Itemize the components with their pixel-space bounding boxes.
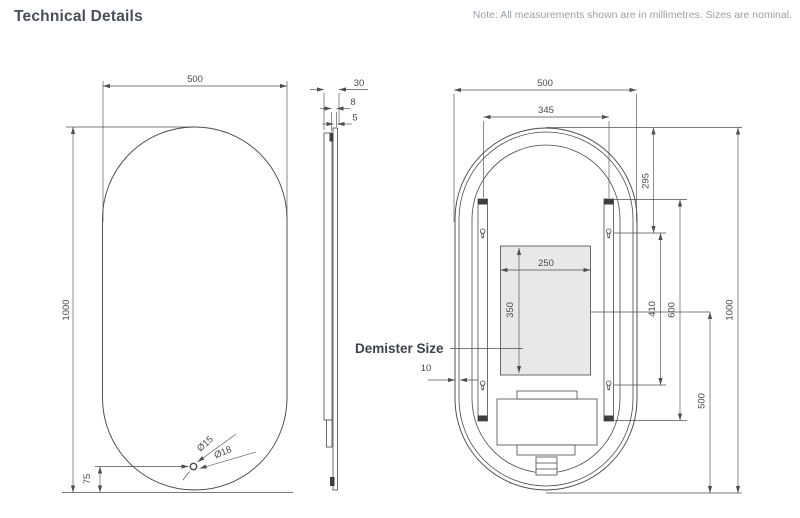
bottom-to-center-label: 500 bbox=[697, 393, 708, 409]
measurement-note: Note: All measurements shown are in mill… bbox=[472, 9, 792, 21]
back-width-label: 500 bbox=[537, 78, 553, 89]
page-title: Technical Details bbox=[14, 8, 143, 25]
bottom-to-center-dimension: 500 bbox=[697, 312, 713, 493]
hole-spacing-dimension: 410 bbox=[647, 233, 663, 385]
hanging-rail-right bbox=[603, 198, 614, 422]
top-to-hole-label: 295 bbox=[641, 173, 652, 189]
side-depth-label: 30 bbox=[354, 78, 365, 89]
hole-diameter-outer-label: Ø18 bbox=[213, 444, 234, 461]
demister-size-caption: Demister Size bbox=[355, 341, 444, 356]
front-height-dimension: 1000 bbox=[61, 126, 293, 493]
side-view: 30 8 5 bbox=[310, 78, 368, 491]
demister-height-label: 350 bbox=[505, 302, 516, 318]
rail-length-label: 600 bbox=[667, 302, 678, 318]
back-height-dimension: 1000 bbox=[725, 127, 741, 493]
front-view: 500 1000 75 Ø15 Ø18 bbox=[61, 74, 293, 493]
edge-gap-label: 10 bbox=[421, 363, 432, 374]
top-to-hole-dimension: 295 bbox=[641, 127, 656, 233]
side-foot bbox=[330, 477, 335, 486]
front-hole-offset-label: 75 bbox=[82, 474, 93, 485]
hanger-width-label: 345 bbox=[538, 105, 554, 116]
back-view: 250 350 Demister Size 10 500 bbox=[355, 78, 742, 494]
front-hole-offset-dimension: 75 bbox=[82, 464, 189, 493]
back-width-dimension: 500 bbox=[453, 78, 637, 222]
front-width-label: 500 bbox=[187, 74, 203, 85]
hole-spacing-label: 410 bbox=[647, 301, 658, 317]
side-glass-label: 5 bbox=[352, 113, 357, 124]
side-frame-label: 8 bbox=[350, 97, 355, 108]
side-glass-dimension: 5 bbox=[322, 113, 358, 127]
side-depth-dimension: 30 bbox=[310, 78, 368, 130]
demister-width-label: 250 bbox=[538, 258, 554, 269]
back-height-label: 1000 bbox=[725, 299, 736, 320]
demister-pad: 250 350 bbox=[500, 245, 591, 376]
hanger-width-dimension: 345 bbox=[483, 105, 610, 198]
hanging-rail-left bbox=[477, 198, 488, 422]
rail-length-dimension: 600 bbox=[667, 199, 683, 421]
front-cable-hole: Ø15 Ø18 bbox=[182, 433, 257, 481]
side-clip bbox=[329, 133, 334, 142]
side-frame-dimension: 8 bbox=[320, 97, 356, 131]
edge-gap-dimension: 10 bbox=[421, 363, 478, 383]
front-height-label: 1000 bbox=[61, 299, 72, 320]
junction-box bbox=[496, 390, 598, 476]
front-width-dimension: 500 bbox=[102, 74, 288, 222]
